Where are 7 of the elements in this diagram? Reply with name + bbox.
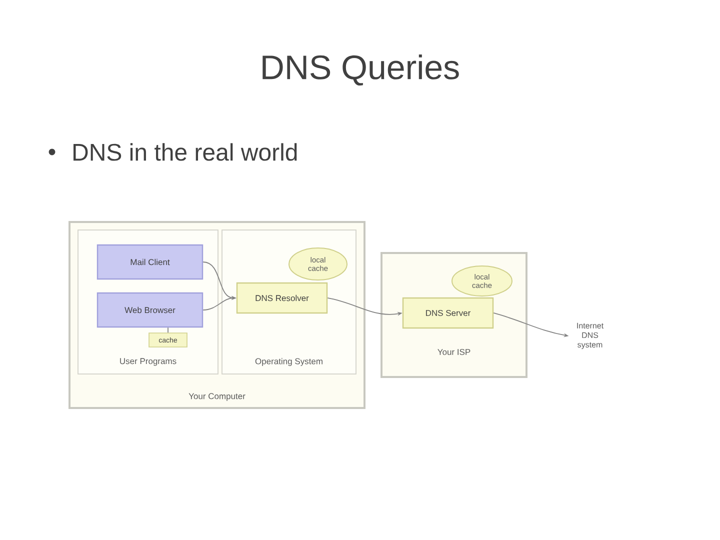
bullet-text: DNS in the real world [74,143,297,161]
process-box: DNS Server [402,297,494,329]
node-label: Internet DNS system [577,322,604,350]
slide-title: DNS Queries [262,54,459,86]
program-box: Mail Client [96,244,204,280]
process-box: DNS Resolver [236,282,328,314]
program-box: Web Browser [96,292,204,328]
